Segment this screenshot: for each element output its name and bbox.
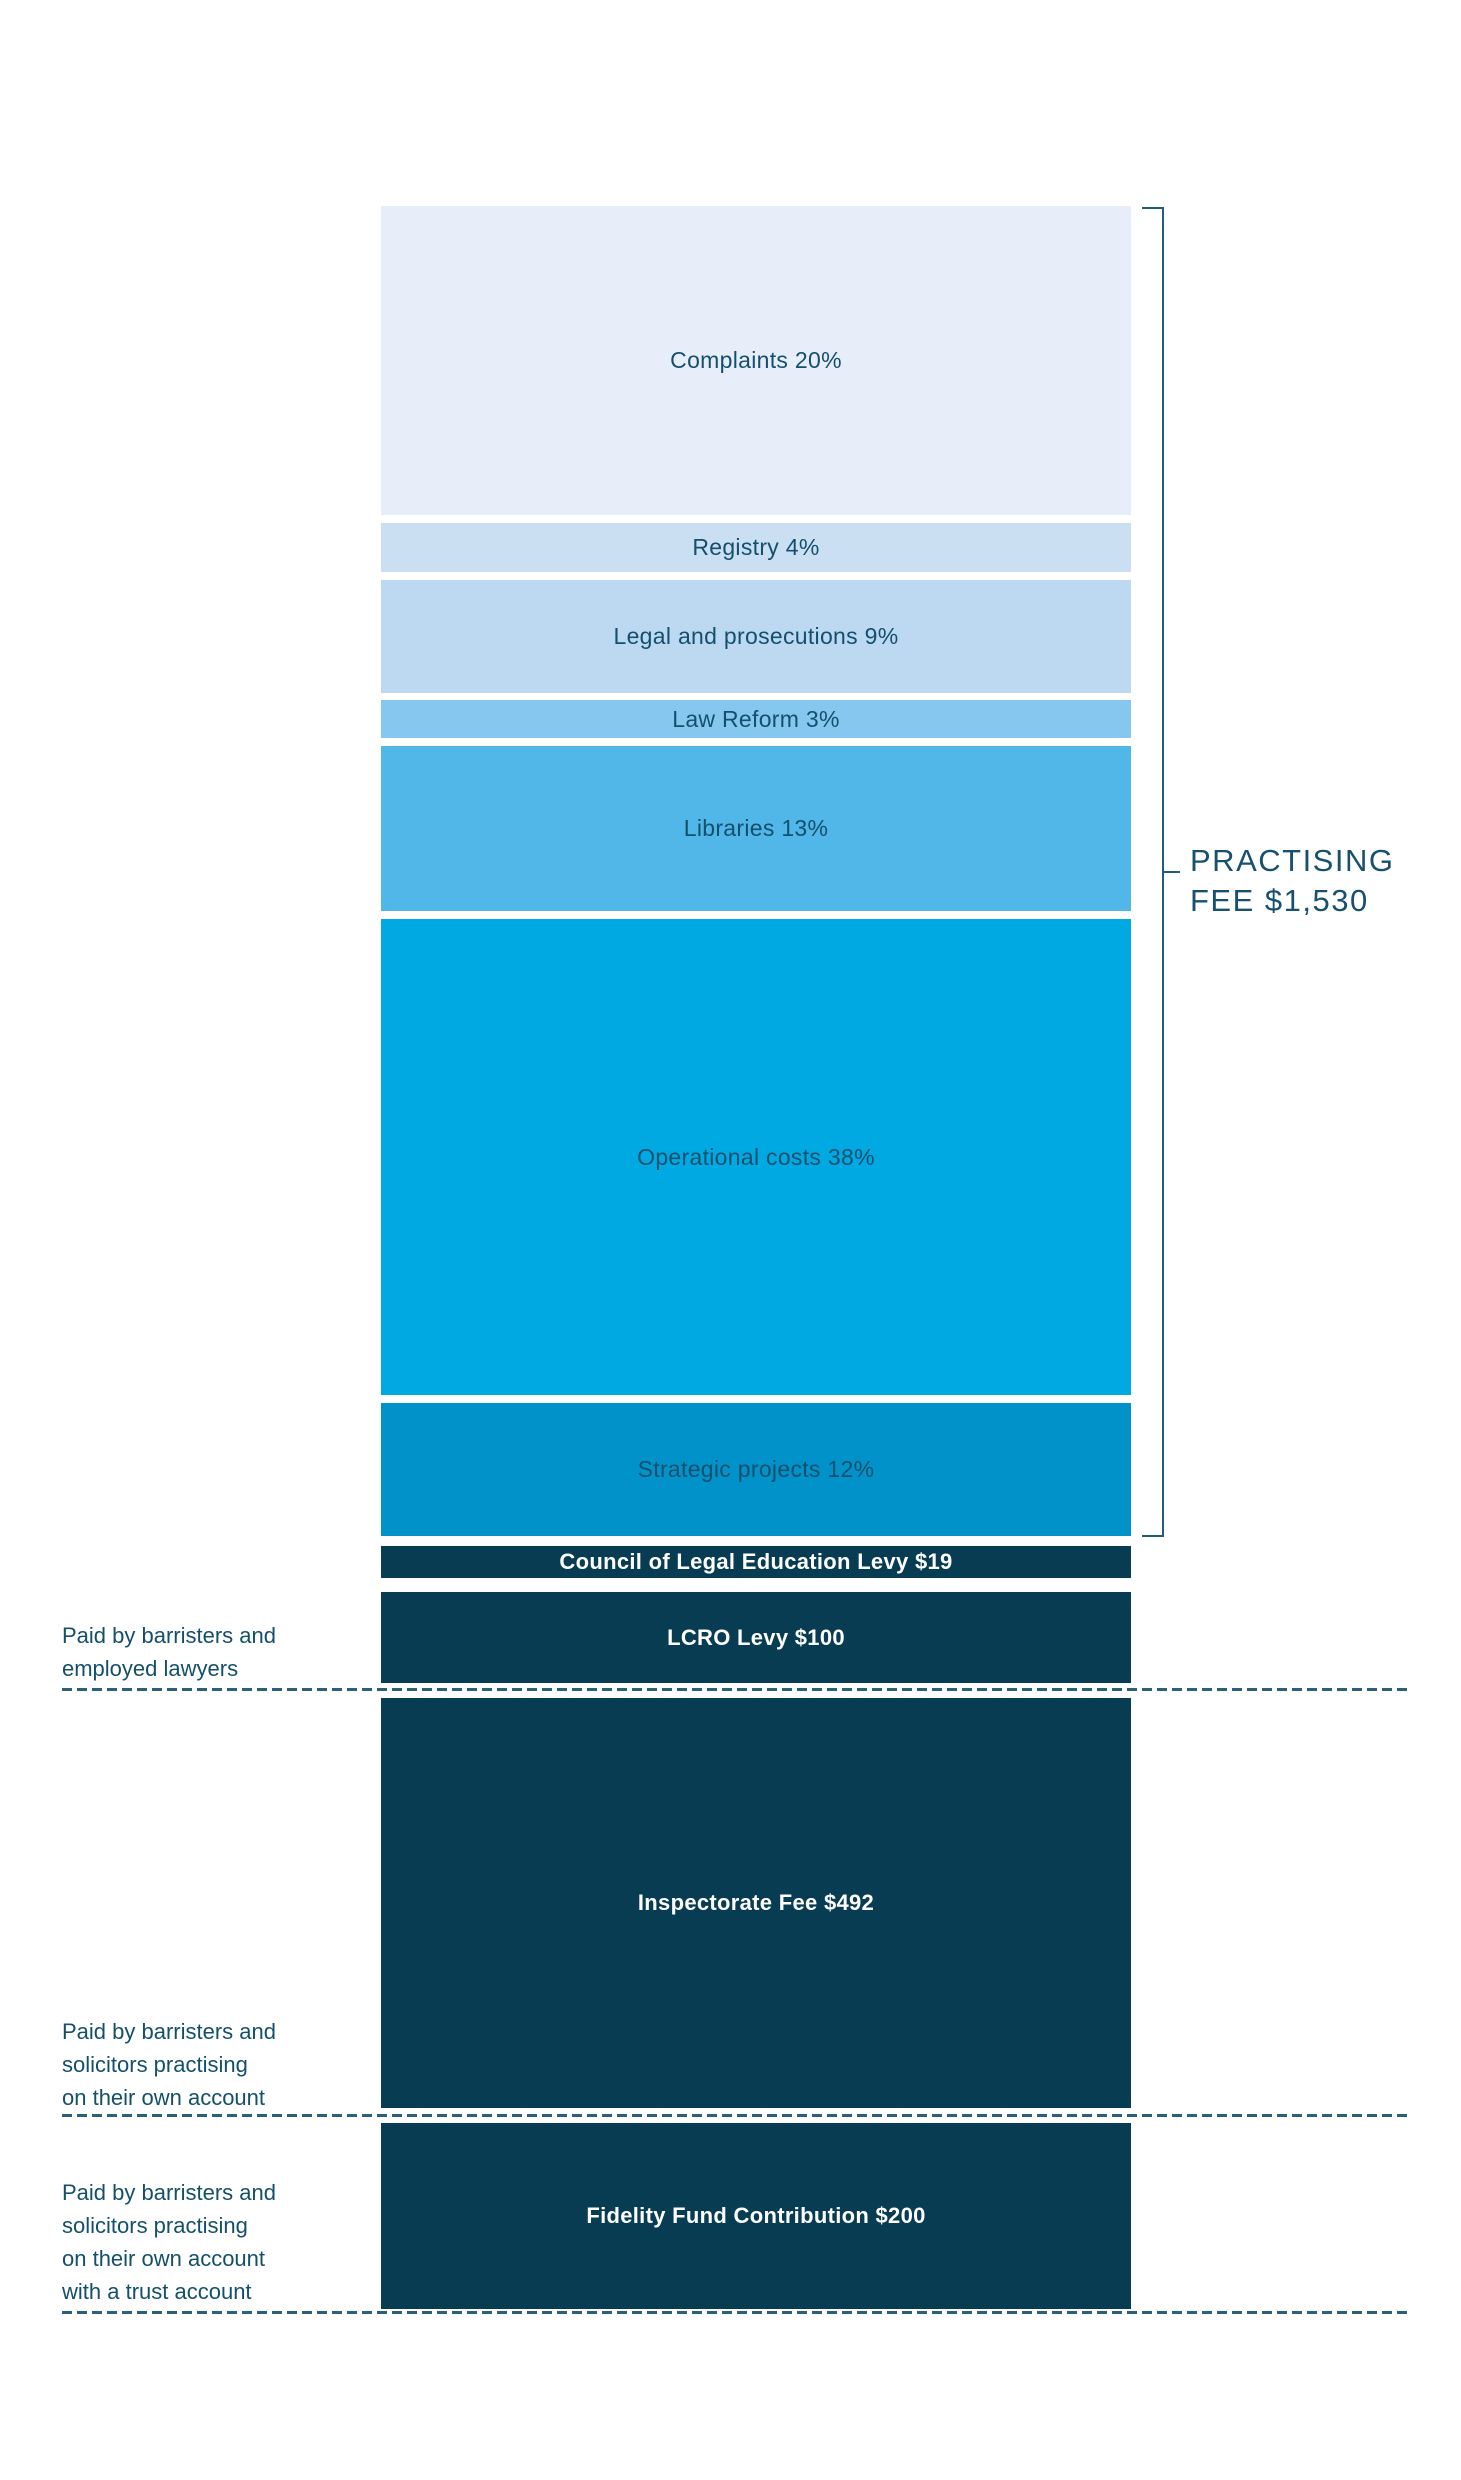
segment-lcro-levy: LCRO Levy $100 — [381, 1592, 1131, 1683]
divider-own-account — [62, 2114, 1412, 2117]
annotation-line: Paid by barristers and — [62, 1623, 276, 1648]
segment-inspectorate-fee-label: Inspectorate Fee $492 — [637, 1890, 875, 1915]
practising-fee-total-line2: FEE $1,530 — [1190, 883, 1369, 918]
segment-registry: Registry 4% — [381, 523, 1131, 572]
segment-council-of-legal-education-levy: Council of Legal Education Levy $19 — [381, 1546, 1131, 1578]
annotation-line: solicitors practising — [62, 2052, 248, 2077]
divider-trust-account — [62, 2311, 1412, 2314]
annotation-own-account: Paid by barristers and solicitors practi… — [62, 2015, 276, 2114]
annotation-line: Paid by barristers and — [62, 2019, 276, 2044]
practising-fee-bracket-tick-top — [1142, 207, 1164, 209]
annotation-line: employed lawyers — [62, 1656, 239, 1681]
segment-operational-costs: Operational costs 38% — [381, 919, 1131, 1395]
annotation-trust-account: Paid by barristers and solicitors practi… — [62, 2176, 276, 2308]
segment-inspectorate-fee: Inspectorate Fee $492 — [381, 1698, 1131, 2108]
segment-law-reform: Law Reform 3% — [381, 700, 1131, 738]
annotation-line: solicitors practising — [62, 2213, 248, 2238]
annotation-line: on their own account — [62, 2246, 266, 2271]
annotation-line: Paid by barristers and — [62, 2180, 276, 2205]
segment-lcro-levy-label: LCRO Levy $100 — [667, 1624, 845, 1650]
segment-libraries-label: Libraries 13% — [683, 815, 829, 841]
segment-council-of-legal-education-levy-label: Council of Legal Education Levy $19 — [559, 1549, 953, 1574]
segment-complaints-label: Complaints 20% — [670, 347, 842, 373]
annotation-line: on their own account — [62, 2085, 266, 2110]
segment-legal-and-prosecutions: Legal and prosecutions 9% — [381, 580, 1131, 693]
annotation-line: with a trust account — [62, 2279, 252, 2304]
segment-strategic-projects-label: Strategic projects 12% — [637, 1456, 875, 1482]
segment-registry-label: Registry 4% — [692, 534, 820, 560]
segment-libraries: Libraries 13% — [381, 746, 1131, 911]
segment-fidelity-fund-contribution-label: Fidelity Fund Contribution $200 — [586, 2203, 926, 2228]
segment-legal-and-prosecutions-label: Legal and prosecutions 9% — [613, 623, 899, 649]
practising-fee-bracket-tick-bottom — [1142, 1535, 1164, 1537]
practising-fee-bracket-line — [1162, 207, 1164, 1537]
segment-law-reform-label: Law Reform 3% — [672, 705, 840, 732]
practising-fee-total-line1: PRACTISING — [1190, 843, 1395, 878]
segment-fidelity-fund-contribution: Fidelity Fund Contribution $200 — [381, 2123, 1131, 2309]
practising-fee-total-label: PRACTISING FEE $1,530 — [1190, 841, 1394, 921]
segment-complaints: Complaints 20% — [381, 206, 1131, 515]
segment-strategic-projects: Strategic projects 12% — [381, 1403, 1131, 1536]
divider-employed-lawyers — [62, 1688, 1412, 1691]
annotation-employed-lawyers: Paid by barristers and employed lawyers — [62, 1619, 276, 1685]
segment-operational-costs-label: Operational costs 38% — [637, 1143, 875, 1170]
practising-fee-bracket-tick-middle — [1164, 871, 1180, 873]
